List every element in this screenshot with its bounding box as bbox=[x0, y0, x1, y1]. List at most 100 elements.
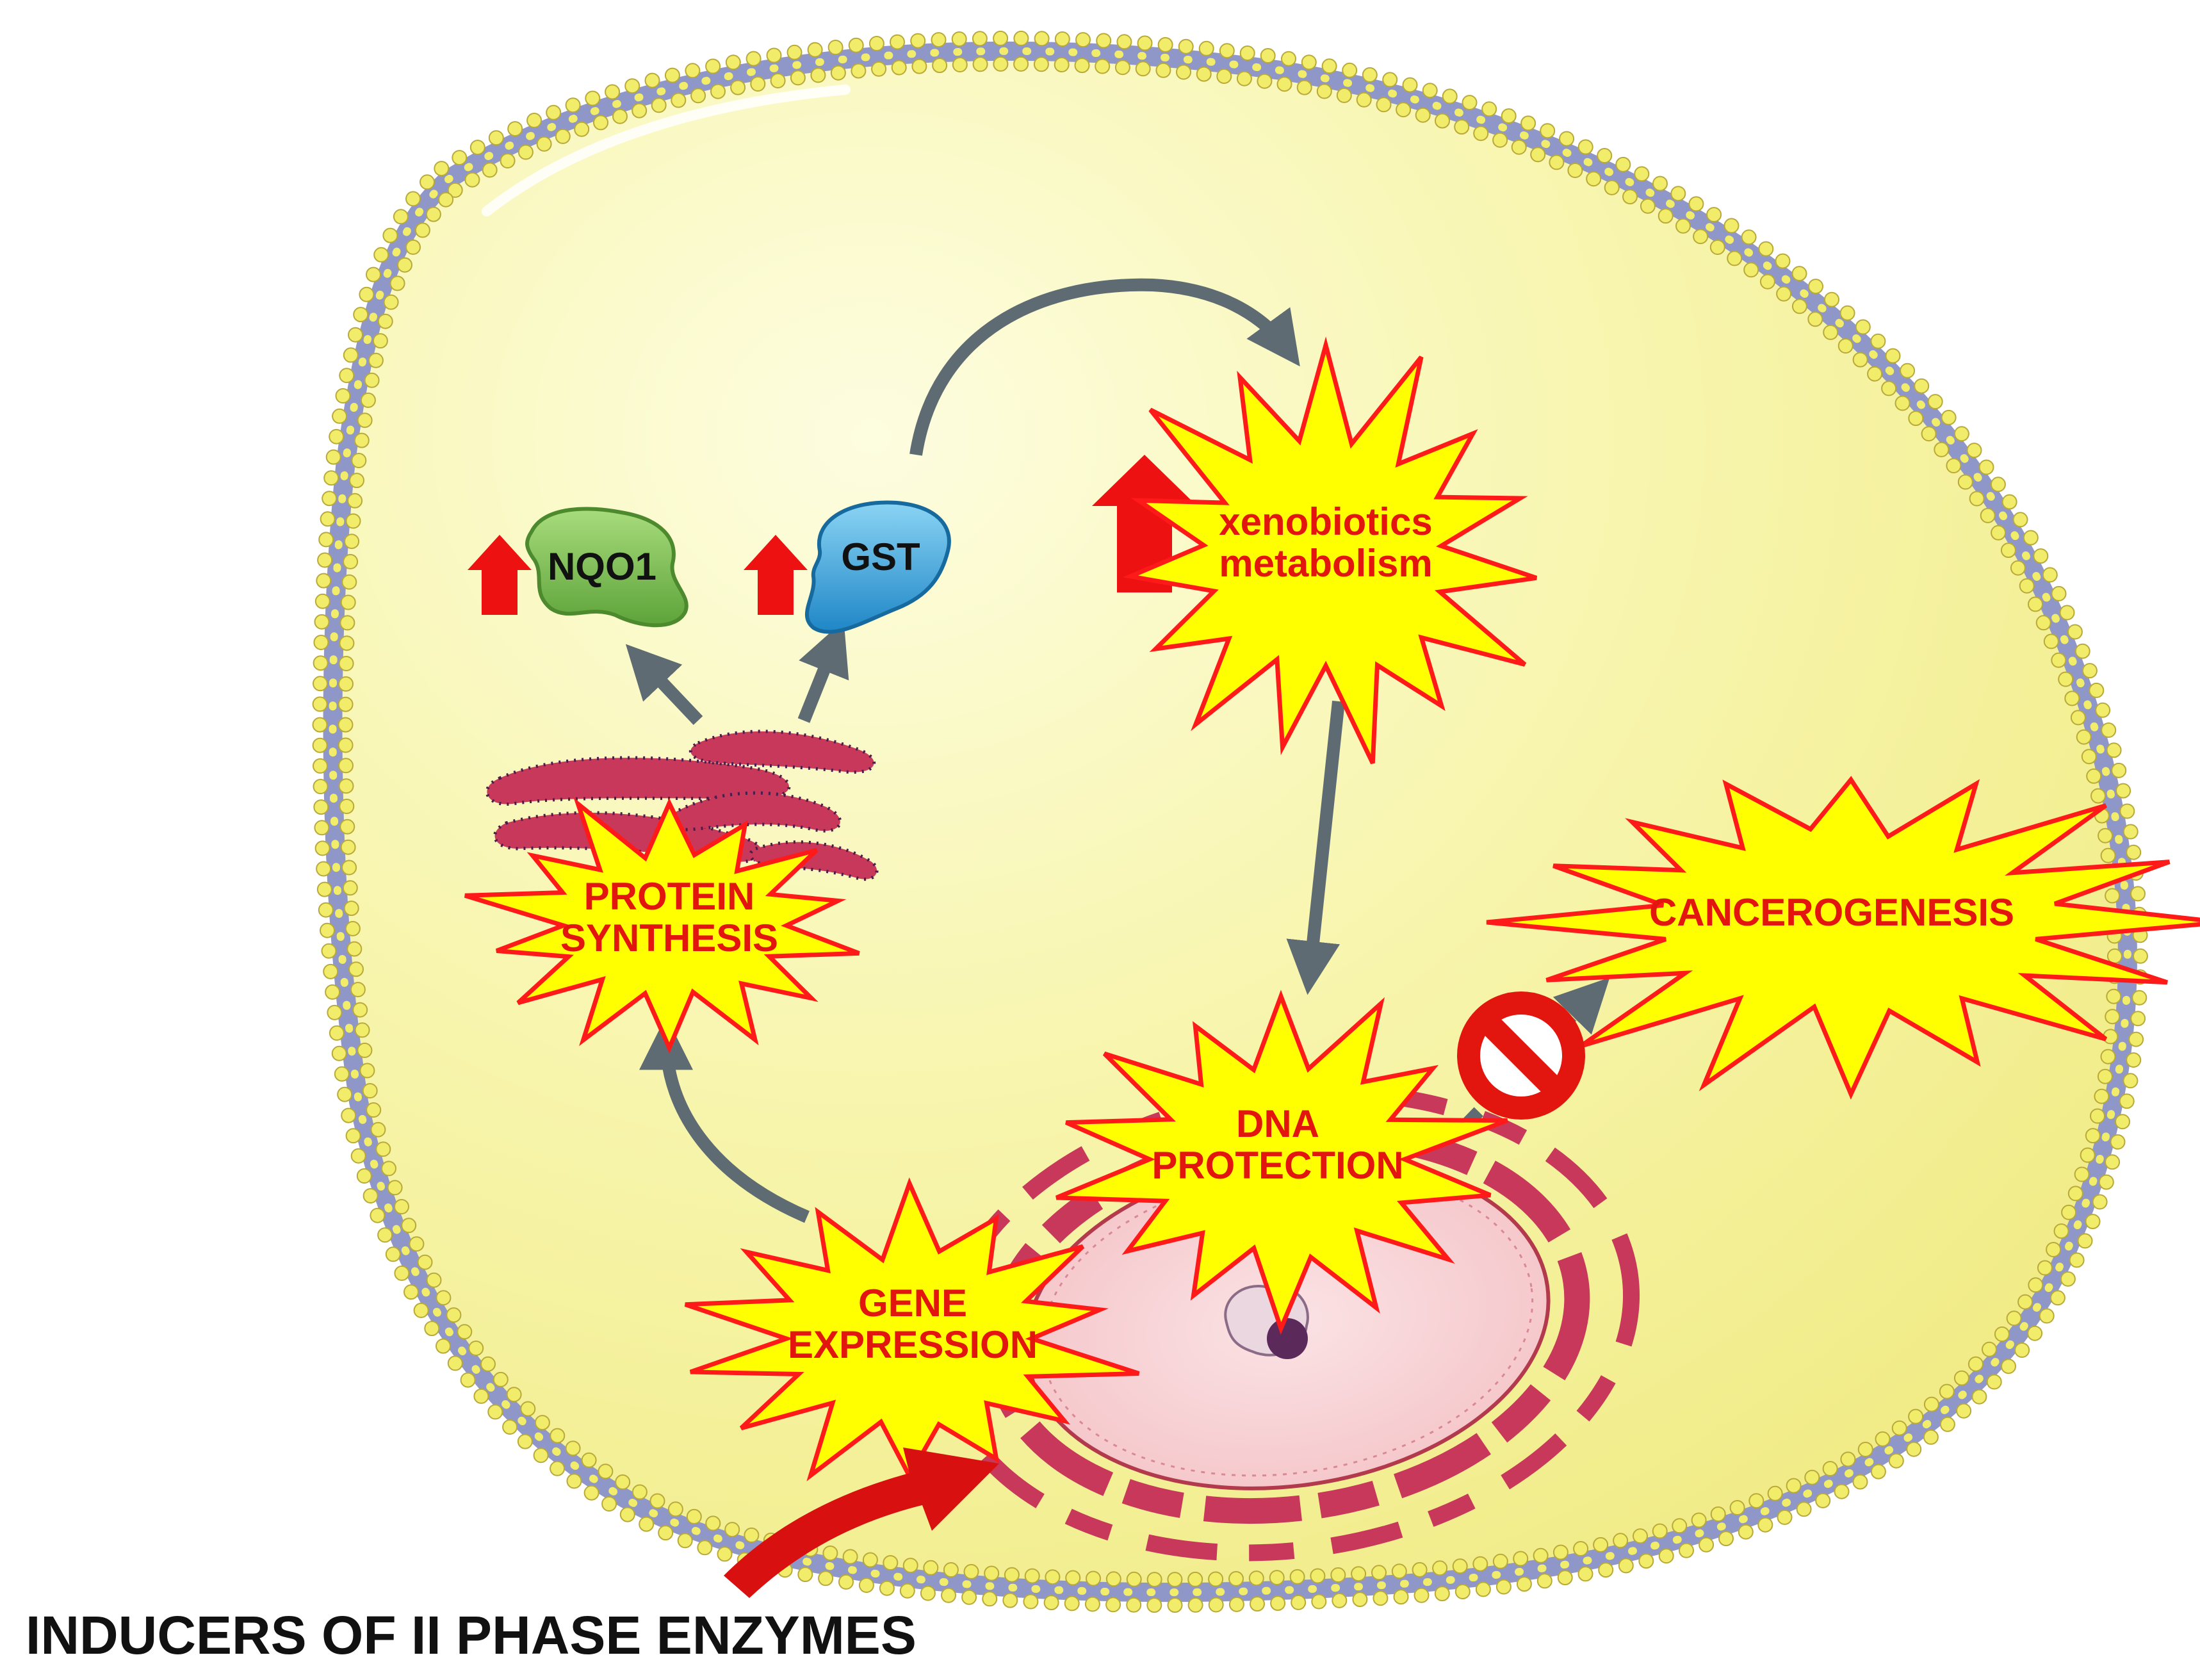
dna-protection-label-line1: DNA bbox=[1236, 1102, 1319, 1145]
dna-protection-label-line2: PROTECTION bbox=[1152, 1144, 1403, 1187]
membrane-head bbox=[1815, 1492, 1831, 1508]
membrane-head bbox=[2085, 1214, 2101, 1230]
membrane-head bbox=[677, 1533, 693, 1549]
membrane-head bbox=[1634, 166, 1650, 182]
membrane-head bbox=[2028, 596, 2043, 612]
membrane-head bbox=[1934, 441, 1950, 457]
membrane-head bbox=[667, 1501, 683, 1517]
membrane-head bbox=[2132, 948, 2148, 964]
membrane-head bbox=[1114, 60, 1130, 76]
membrane-head bbox=[1501, 108, 1517, 124]
membrane-head bbox=[2074, 643, 2090, 659]
membrane-head bbox=[2017, 1294, 2033, 1310]
membrane-head bbox=[879, 1580, 895, 1596]
membrane-head bbox=[1640, 198, 1656, 214]
membrane-head bbox=[797, 1567, 813, 1583]
membrane-head bbox=[1857, 1442, 1873, 1457]
membrane-head bbox=[1155, 62, 1171, 78]
membrane-head bbox=[1804, 1469, 1820, 1485]
membrane-head bbox=[1126, 1571, 1142, 1587]
membrane-head bbox=[321, 943, 337, 959]
membrane-head bbox=[403, 1284, 419, 1300]
membrane-head bbox=[526, 113, 542, 128]
membrane-head bbox=[2106, 988, 2122, 1004]
membrane-head bbox=[1516, 1576, 1532, 1592]
membrane-head bbox=[1693, 229, 1709, 245]
membrane-head bbox=[1219, 43, 1235, 59]
membrane-head bbox=[2092, 1194, 2108, 1210]
membrane-head bbox=[972, 56, 988, 72]
membrane-head bbox=[397, 257, 412, 273]
membrane-head bbox=[1356, 92, 1372, 108]
membrane-head bbox=[2027, 1325, 2043, 1341]
membrane-head bbox=[851, 63, 867, 79]
membrane-head bbox=[565, 1440, 581, 1456]
membrane-head bbox=[2085, 1128, 2101, 1144]
membrane-head bbox=[534, 1415, 550, 1431]
membrane-head bbox=[350, 982, 366, 997]
membrane-head bbox=[338, 676, 354, 692]
membrane-head bbox=[338, 717, 354, 733]
membrane-head bbox=[1939, 1383, 1955, 1399]
cell-highlight bbox=[482, 85, 851, 216]
membrane-head bbox=[353, 307, 369, 323]
membrane-head bbox=[1658, 208, 1674, 224]
membrane-head bbox=[329, 1025, 345, 1041]
membrane-head bbox=[340, 839, 356, 855]
membrane-head bbox=[1743, 262, 1759, 278]
membrane-head bbox=[1454, 119, 1470, 135]
membrane-head bbox=[1291, 1594, 1307, 1610]
membrane-head bbox=[1248, 1570, 1264, 1586]
membrane-head bbox=[320, 511, 336, 527]
membrane-head bbox=[1691, 1512, 1707, 1528]
membrane-head bbox=[2028, 1277, 2044, 1293]
membrane-head bbox=[1002, 1592, 1018, 1608]
membrane-head bbox=[1978, 459, 1994, 475]
membrane-head bbox=[364, 372, 380, 388]
membrane-head bbox=[1894, 395, 1911, 411]
membrane-head bbox=[1994, 1326, 2010, 1342]
membrane-head bbox=[389, 275, 405, 291]
membrane-head bbox=[339, 368, 355, 384]
membrane-head bbox=[2089, 682, 2105, 698]
membrane-head bbox=[338, 696, 354, 712]
nqo1-label: NQO1 bbox=[548, 545, 656, 588]
membrane-head bbox=[1615, 156, 1631, 172]
membrane-head bbox=[1024, 1568, 1040, 1584]
dna-protection-burst bbox=[1055, 990, 1508, 1335]
membrane-head bbox=[1396, 102, 1412, 118]
membrane-head bbox=[500, 153, 516, 168]
gene-expression-label-line1: GENE bbox=[858, 1282, 967, 1325]
membrane-head bbox=[2012, 512, 2028, 528]
membrane-head bbox=[1208, 1597, 1224, 1613]
membrane-head bbox=[1167, 1597, 1183, 1613]
membrane-head bbox=[2111, 762, 2127, 778]
golgi-apparatus bbox=[485, 730, 879, 881]
membrane-head bbox=[1613, 1533, 1629, 1549]
membrane-head bbox=[536, 136, 552, 152]
membrane-head bbox=[327, 1004, 343, 1020]
membrane-head bbox=[685, 63, 701, 79]
membrane-head bbox=[314, 593, 330, 609]
membrane-head bbox=[344, 534, 360, 550]
membrane-head bbox=[434, 161, 450, 177]
membrane-head bbox=[2082, 663, 2098, 679]
membrane-head bbox=[963, 1563, 979, 1579]
membrane-head bbox=[1573, 1541, 1589, 1556]
membrane-head bbox=[746, 51, 762, 67]
membrane-head bbox=[1412, 1562, 1428, 1578]
membrane-head bbox=[566, 1473, 582, 1489]
membrane-head bbox=[346, 941, 363, 957]
membrane-head bbox=[1289, 1569, 1305, 1585]
membrane-head bbox=[644, 72, 660, 88]
membrane-head bbox=[1855, 319, 1871, 335]
membrane-head bbox=[891, 60, 907, 76]
membrane-head bbox=[550, 1428, 566, 1444]
membrane-head bbox=[574, 121, 590, 137]
membrane-head bbox=[1054, 31, 1070, 47]
membrane-head bbox=[1086, 1570, 1101, 1586]
membrane-head bbox=[337, 1086, 353, 1102]
membrane-head bbox=[1840, 1451, 1856, 1467]
membrane-head bbox=[2077, 1233, 2093, 1249]
membrane-head bbox=[338, 758, 354, 774]
